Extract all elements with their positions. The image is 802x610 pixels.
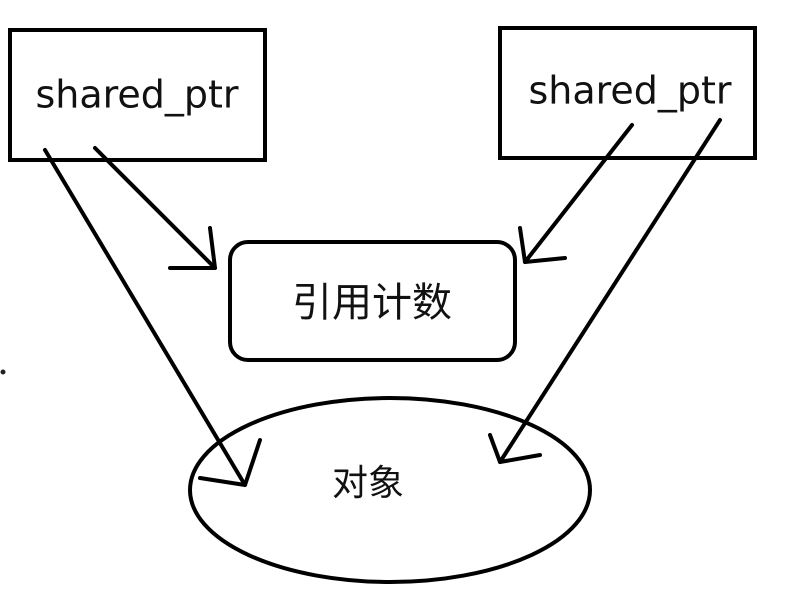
arrow-right-to-object-line bbox=[498, 118, 722, 464]
arrow-left-to-object-head bbox=[198, 438, 262, 487]
arrow-right-to-object-head bbox=[488, 433, 542, 464]
ref-count-label: 引用计数 bbox=[292, 280, 452, 326]
arrow-right-to-ref-count-head bbox=[518, 226, 567, 264]
arrow-right-to-ref-count bbox=[518, 123, 634, 264]
right-shared-ptr-box bbox=[498, 26, 757, 160]
arrow-left-to-ref-count-line bbox=[93, 146, 217, 270]
right-shared-ptr-node: shared_ptr bbox=[498, 26, 757, 160]
arrow-left-to-object bbox=[43, 148, 262, 487]
arrow-left-to-ref-count-head bbox=[168, 226, 217, 270]
arrow-left-to-object-line bbox=[43, 148, 247, 487]
ref-count-box bbox=[228, 240, 517, 362]
left-shared-ptr-box bbox=[8, 28, 267, 162]
object-label: 对象 bbox=[332, 463, 404, 504]
right-shared-ptr-label: shared_ptr bbox=[528, 69, 731, 113]
stray-mark bbox=[0, 369, 6, 375]
left-shared-ptr-label: shared_ptr bbox=[35, 73, 238, 117]
arrow-right-to-ref-count-line bbox=[523, 123, 634, 264]
ref-count-node: 引用计数 bbox=[228, 240, 517, 362]
arrow-left-to-ref-count bbox=[93, 146, 217, 270]
object-node: 对象 bbox=[188, 396, 592, 584]
left-shared-ptr-node: shared_ptr bbox=[8, 28, 267, 162]
arrow-right-to-object bbox=[488, 118, 722, 464]
object-ellipse bbox=[188, 396, 592, 584]
